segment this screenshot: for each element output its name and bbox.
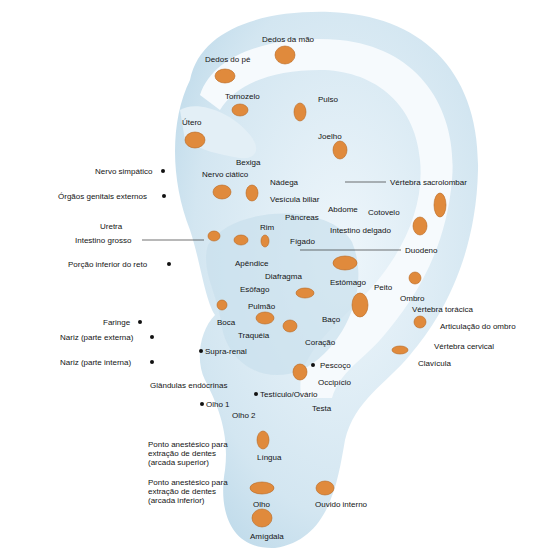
organ-label: Supra-renal bbox=[205, 347, 247, 356]
organ-label: Bexiga bbox=[236, 158, 260, 167]
organ-label: Amígdala bbox=[250, 532, 284, 541]
organ-label: Nervo simpático bbox=[95, 167, 152, 176]
organ-label: Nariz (parte interna) bbox=[60, 358, 131, 367]
point-dots bbox=[138, 169, 315, 406]
organ-label: Vesícula biliar bbox=[270, 195, 319, 204]
organ-label: Pulso bbox=[318, 95, 338, 104]
organ-label: Testículo/Ovário bbox=[260, 390, 317, 399]
organ-label: Tornozelo bbox=[225, 92, 260, 101]
organ-label: Cotovelo bbox=[368, 208, 400, 217]
organ-label: Coração bbox=[305, 338, 335, 347]
organ-label: Abdome bbox=[328, 205, 358, 214]
organ-label: Fígado bbox=[290, 237, 315, 246]
organ-label: Articulação do ombro bbox=[440, 322, 516, 331]
concha bbox=[206, 213, 358, 375]
organ-label: Nádega bbox=[270, 178, 298, 187]
organ-label: Intestino delgado bbox=[330, 226, 391, 235]
organ-label: Faringe bbox=[103, 318, 130, 327]
organ-label: Testa bbox=[312, 404, 331, 413]
organ-label: Porção inferior do reto bbox=[68, 260, 147, 269]
organ-label: Uretra bbox=[100, 222, 122, 231]
organ-label: Rim bbox=[260, 223, 274, 232]
scapha bbox=[200, 39, 453, 398]
organ-label: Estômago bbox=[330, 278, 366, 287]
organ-label: Duodeno bbox=[405, 246, 437, 255]
organ-label: Pâncreas bbox=[285, 213, 319, 222]
organ-label: Vértebra sacrolombar bbox=[390, 178, 467, 187]
organ-label: Ouvido interno bbox=[315, 500, 367, 509]
organ-label: Nariz (parte externa) bbox=[60, 333, 133, 342]
organ-label: Útero bbox=[182, 118, 202, 127]
organ-label: Pescoço bbox=[320, 361, 351, 370]
organ-label: Boca bbox=[217, 318, 235, 327]
organ-label: Esôfago bbox=[240, 285, 269, 294]
organ-label: Clavícula bbox=[418, 359, 451, 368]
organ-label: Baço bbox=[322, 315, 340, 324]
organ-label: Olho 2 bbox=[232, 411, 256, 420]
organ-label: Apêndice bbox=[235, 259, 268, 268]
ear-outline bbox=[175, 12, 478, 548]
organ-label: Olho bbox=[253, 500, 270, 509]
organ-label: Peito bbox=[374, 283, 392, 292]
organ-label: Língua bbox=[257, 453, 281, 462]
organ-label: Dedos da mão bbox=[262, 35, 314, 44]
organ-label: Olho 1 bbox=[206, 400, 230, 409]
organ-label: Glândulas endócrinas bbox=[150, 381, 227, 390]
organ-label: Diafragma bbox=[265, 272, 302, 281]
organ-label: Traquéia bbox=[238, 331, 269, 340]
organ-label: Occipício bbox=[318, 378, 351, 387]
organ-label: Dedos do pé bbox=[205, 55, 250, 64]
organ-label: Intestino grosso bbox=[75, 236, 131, 245]
organ-label: Ponto anestésico para extração de dentes… bbox=[148, 478, 240, 505]
organ-label: Órgãos genitais externos bbox=[58, 192, 147, 201]
organ-icons bbox=[185, 46, 446, 527]
organ-label: Nervo ciático bbox=[202, 170, 248, 179]
organ-label: Joelho bbox=[318, 132, 342, 141]
organ-label: Ponto anestésico para extração de dentes… bbox=[148, 440, 240, 467]
leader-lines bbox=[142, 182, 401, 250]
organ-label: Pulmão bbox=[248, 302, 275, 311]
organ-label: Ombro bbox=[400, 294, 424, 303]
organ-label: Vértebra torácica bbox=[412, 305, 473, 314]
organ-label: Vértebra cervical bbox=[434, 342, 494, 351]
